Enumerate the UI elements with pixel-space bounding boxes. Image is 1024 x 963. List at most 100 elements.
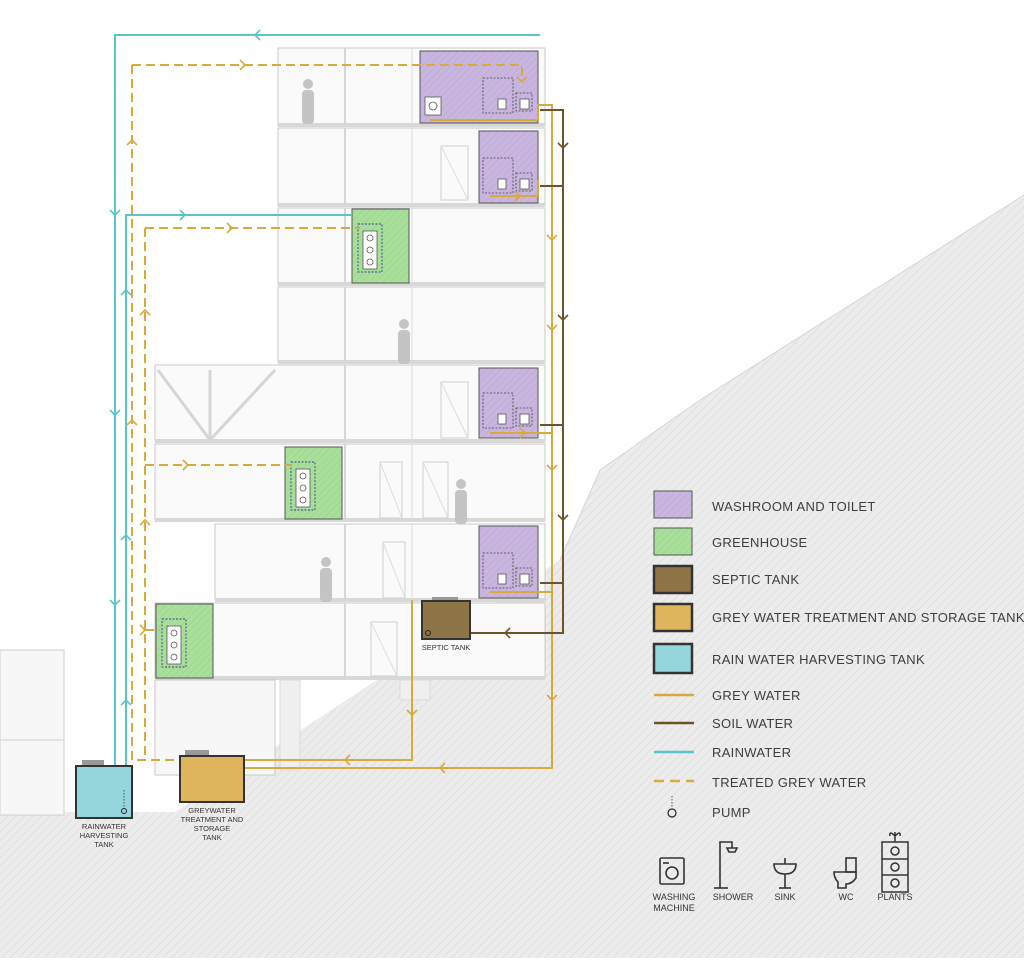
rainwater-arrow — [120, 288, 132, 296]
sink-fixture — [497, 573, 507, 585]
sink-fixture — [497, 178, 507, 190]
legend-label-soil-water: SOIL WATER — [712, 716, 793, 731]
door-frame — [440, 381, 469, 439]
plant-zone — [357, 223, 383, 273]
flow-arrow — [139, 518, 151, 526]
plant-rack — [166, 625, 182, 665]
wc-zone — [515, 407, 533, 427]
plant-pot — [170, 629, 178, 637]
treated-pipe-riser — [131, 65, 180, 761]
person-silhouette — [303, 79, 313, 89]
flow-arrow — [438, 762, 446, 774]
rainwater-arrow — [109, 599, 121, 607]
pump-icon — [667, 808, 677, 818]
person-silhouette-body — [302, 90, 314, 124]
wc-zone — [515, 92, 533, 112]
slab-7 — [215, 598, 545, 602]
flow-arrow — [514, 190, 522, 202]
flow-arrow — [557, 142, 569, 150]
wc-fixture — [519, 98, 530, 110]
rainwater-arrow — [179, 209, 187, 221]
legend-item-washroom: WASHROOM AND TOILET — [653, 490, 876, 519]
slab-5 — [155, 439, 545, 443]
door-diagonal — [440, 381, 469, 439]
plant-pot — [170, 653, 178, 661]
door-diagonal — [440, 145, 469, 201]
plant-pot — [299, 472, 307, 480]
room-blocks — [155, 50, 539, 679]
legend-label-treated: TREATED GREY WATER — [712, 775, 866, 790]
door-frame — [379, 461, 403, 519]
floor-6 — [154, 443, 546, 521]
flow-arrow — [546, 464, 558, 472]
rainwater-pipe-upper — [125, 214, 352, 766]
wc-icon — [833, 857, 857, 889]
icon-label-washing-1: WASHING — [653, 892, 696, 902]
washroom-block-3 — [478, 367, 539, 439]
soil-water-riser — [470, 109, 564, 634]
legend-item-rainwater: RAINWATER — [654, 745, 791, 760]
pipe-network — [109, 29, 569, 774]
fixture-icons: WASHING MACHINE SHOWER SINK WC PLANTS — [653, 832, 913, 913]
legend-label-grey-tank: GREY WATER TREATMENT AND STORAGE TANK — [712, 610, 1024, 625]
legend-label-washroom: WASHROOM AND TOILET — [712, 499, 876, 514]
plant-rack — [362, 230, 378, 270]
rainwater-arrow — [120, 533, 132, 541]
door-diagonal — [379, 461, 403, 519]
legend-label-greenhouse: GREENHOUSE — [712, 535, 807, 550]
person-silhouette — [321, 557, 331, 567]
legend: WASHROOM AND TOILET GREENHOUSE SEPTIC TA… — [652, 490, 1024, 820]
rainwater-arrow — [120, 698, 132, 706]
wc-fixture — [519, 178, 530, 190]
treated-pipe-top — [132, 64, 523, 80]
plant-zone — [290, 461, 316, 511]
greenhouse-block-2 — [284, 446, 343, 520]
wc-fixture — [519, 573, 530, 585]
legend-item-soil-water: SOIL WATER — [654, 716, 793, 731]
shower-zone — [482, 552, 514, 589]
greenhouse-block-1 — [351, 208, 410, 284]
grey-water-branch-2 — [490, 180, 539, 197]
septic-tank-label: SEPTIC TANK — [422, 643, 470, 652]
legend-item-septic: SEPTIC TANK — [652, 564, 799, 595]
door-frame — [440, 145, 469, 201]
door-frame — [382, 541, 406, 599]
legend-item-greenhouse: GREENHOUSE — [653, 527, 807, 556]
flow-arrow — [516, 76, 528, 84]
shower-icon — [714, 841, 739, 889]
door-diagonal — [370, 621, 398, 677]
icon-label-plants: PLANTS — [877, 892, 912, 902]
flow-arrow — [343, 754, 351, 766]
rainwater-pipe-roof — [114, 34, 540, 766]
flow-arrow — [226, 222, 234, 234]
plant-pot — [299, 484, 307, 492]
flow-arrow — [557, 514, 569, 522]
plants-icon — [881, 832, 909, 893]
legend-item-pump: PUMP — [667, 796, 750, 820]
door-frame — [422, 461, 449, 519]
grey-water-main-riser — [244, 104, 553, 769]
slab-8 — [155, 676, 545, 680]
door-diagonal — [382, 541, 406, 599]
flow-arrow — [546, 324, 558, 332]
person-silhouette-body — [455, 490, 467, 524]
roof-truss — [156, 368, 277, 443]
greywater-tank-label-4: TANK — [202, 833, 221, 842]
greywater-tank-label-2: TREATMENT AND — [181, 815, 244, 824]
legend-item-treated: TREATED GREY WATER — [654, 775, 866, 790]
icon-label-wc: WC — [839, 892, 854, 902]
shower-zone — [482, 77, 514, 114]
legend-item-grey-tank: GREY WATER TREATMENT AND STORAGE TANK — [652, 602, 1024, 633]
greywater-tank-label-3: STORAGE — [194, 824, 231, 833]
support-column — [399, 679, 431, 701]
washing-machine-icon — [659, 857, 685, 885]
sink-fixture — [497, 413, 507, 425]
legend-label-rainwater: RAINWATER — [712, 745, 791, 760]
plant-pot — [366, 234, 374, 242]
person-silhouette — [456, 479, 466, 489]
rainwater-arrow — [253, 29, 261, 41]
icon-label-shower: SHOWER — [713, 892, 754, 902]
plant-pot — [366, 258, 374, 266]
person-silhouette-body — [398, 330, 410, 364]
